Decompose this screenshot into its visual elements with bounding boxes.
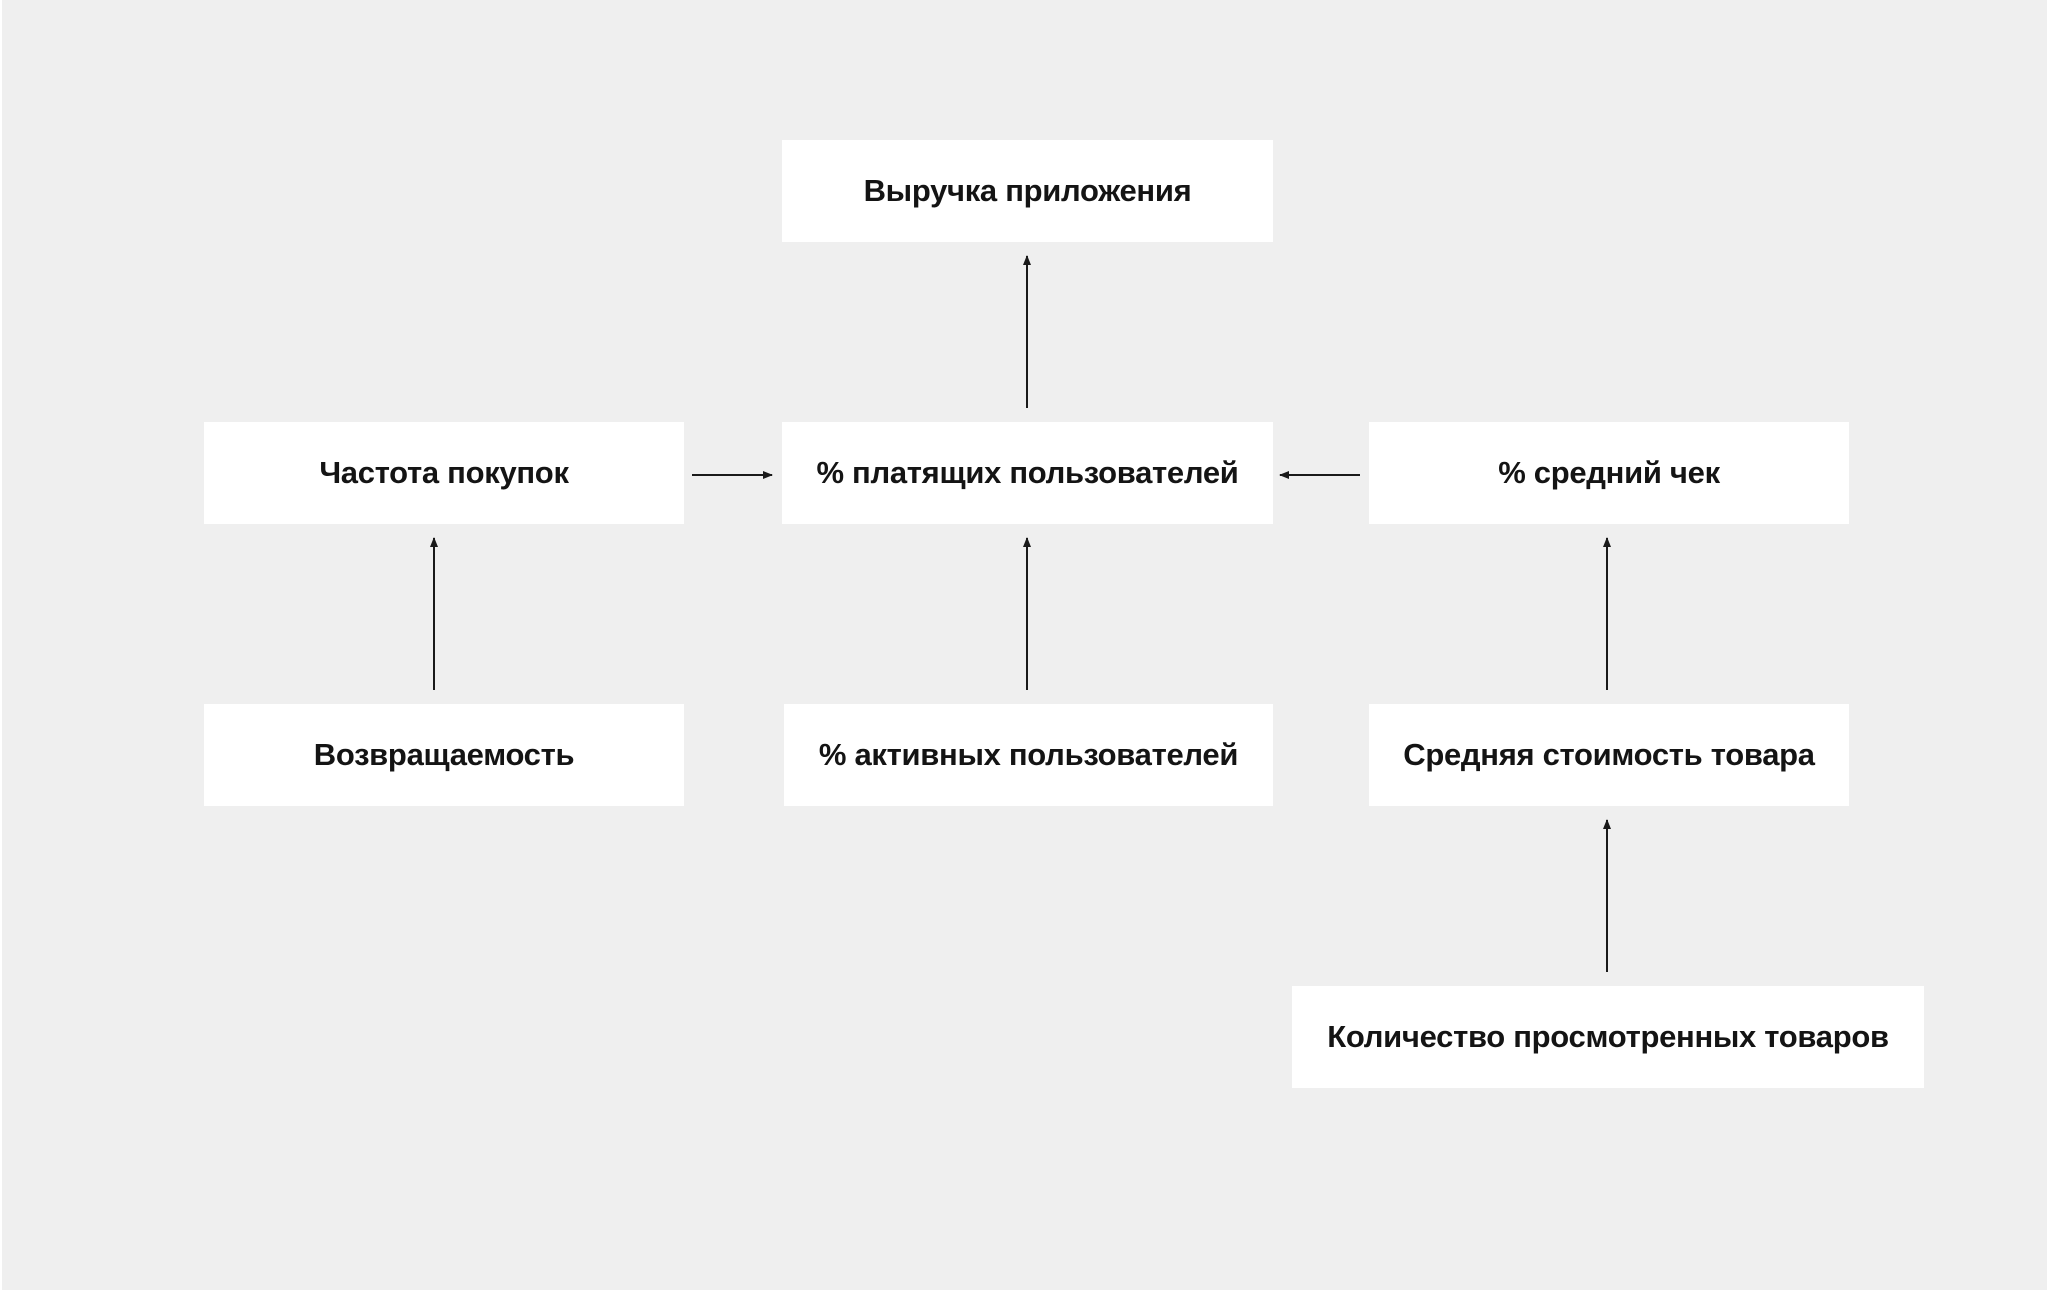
node-purchase-frequency: Частота покупок bbox=[204, 422, 684, 524]
node-average-item-price: Средняя стоимость товара bbox=[1369, 704, 1849, 806]
node-viewed-items-count: Количество просмотренных товаров bbox=[1292, 986, 1924, 1088]
node-app-revenue: Выручка приложения bbox=[782, 140, 1273, 242]
node-average-check: % средний чек bbox=[1369, 422, 1849, 524]
node-paying-users: % платящих пользователей bbox=[782, 422, 1273, 524]
node-active-users: % активных пользователей bbox=[784, 704, 1273, 806]
node-retention: Возвращаемость bbox=[204, 704, 684, 806]
